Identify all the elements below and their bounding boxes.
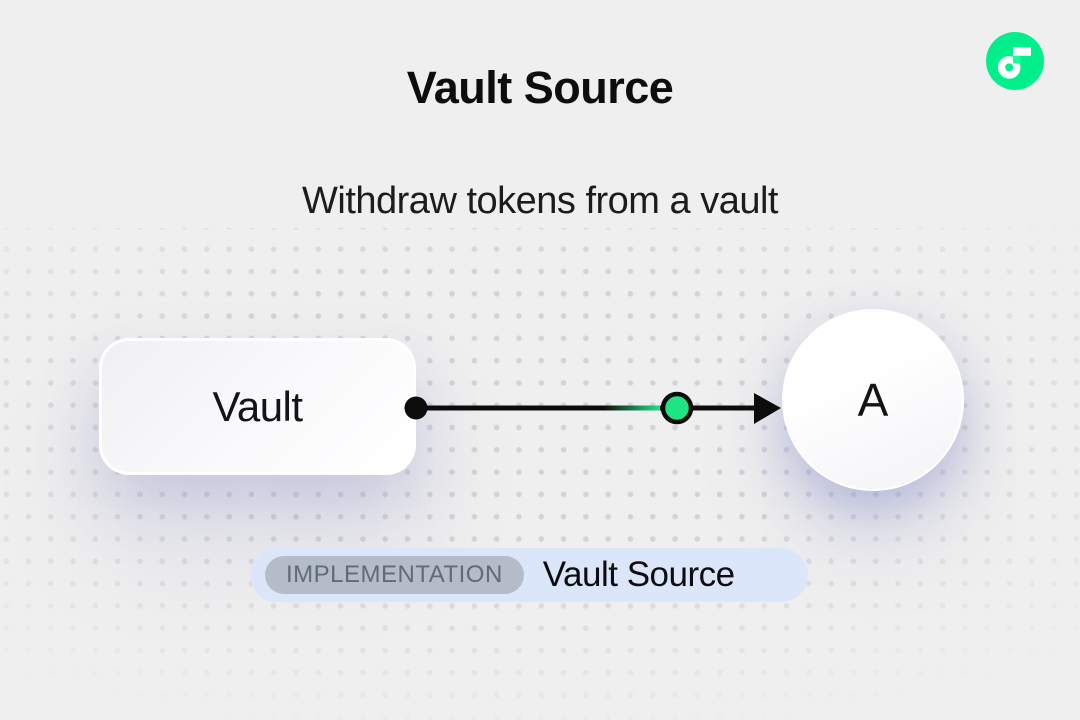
vault-node-label: Vault [212,382,303,430]
page-title: Vault Source [406,62,674,113]
implementation-badge: IMPLEMENTATION [265,556,524,594]
flow-logo-svg [986,32,1044,90]
implementation-caption-pill: IMPLEMENTATION Vault Source [250,548,808,602]
flow-logo-icon [986,32,1044,90]
recipient-node-label: A [857,374,889,426]
vault-source-node: Vault [99,338,416,475]
recipient-node: A [782,309,964,491]
caption-title: Vault Source [542,555,735,594]
page-subtitle: Withdraw tokens from a vault [302,180,778,222]
